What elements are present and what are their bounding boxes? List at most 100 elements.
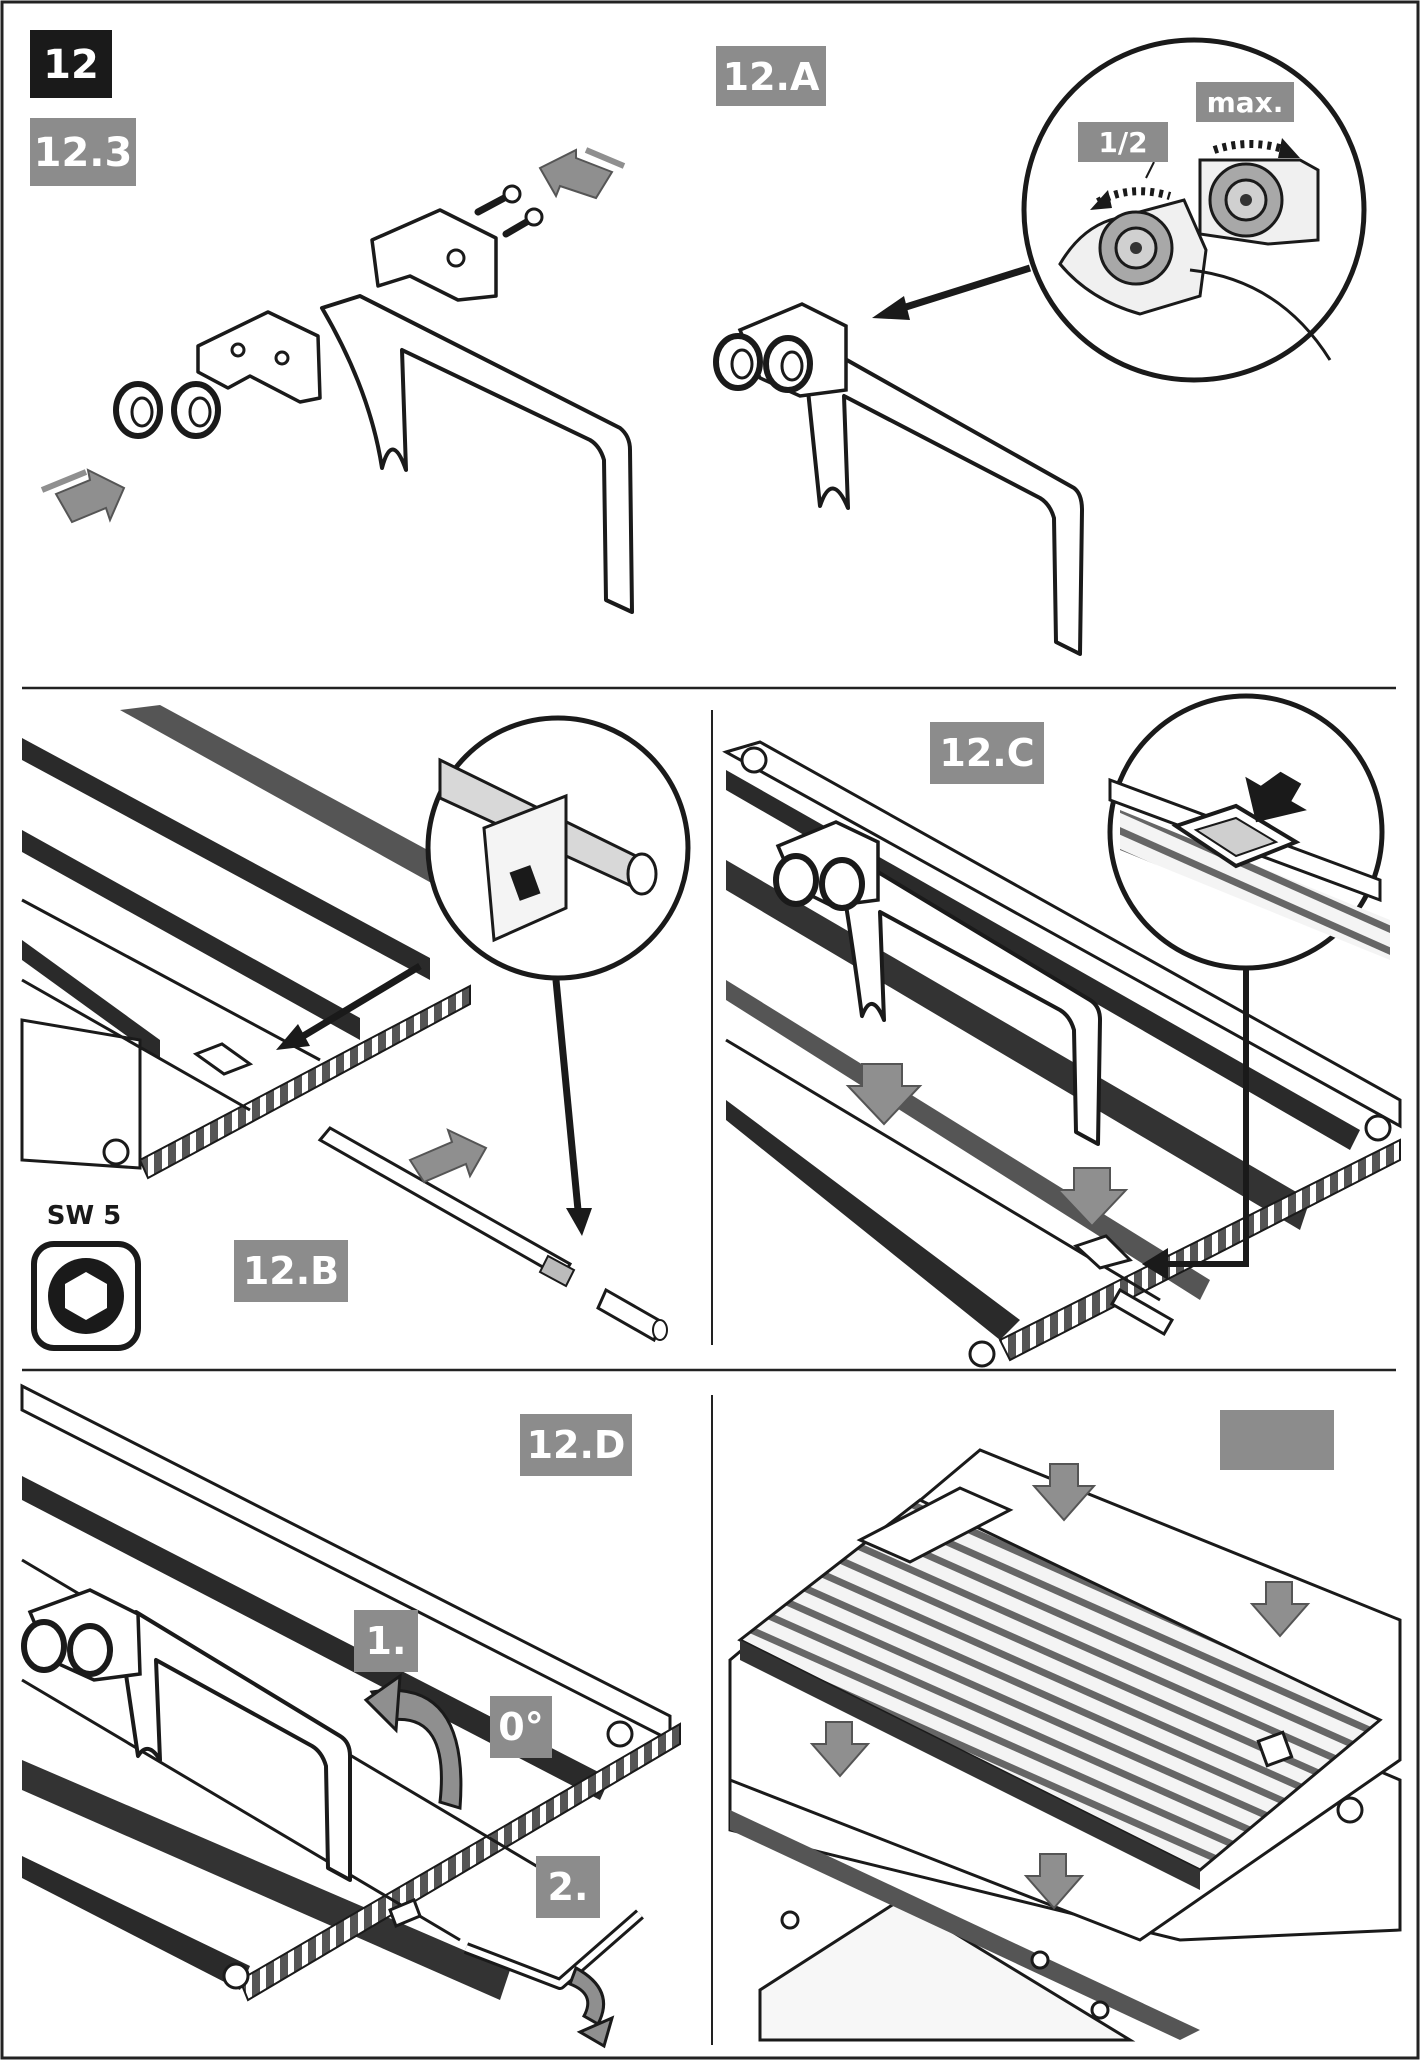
clamp-hole: [446, 248, 466, 268]
panel-a-label: 12.A: [723, 55, 820, 99]
angle-plate: [196, 310, 322, 404]
panel-d-badge: [520, 1414, 632, 1476]
max-adjust-arc: [1212, 140, 1288, 154]
detail-rod-end: [626, 852, 658, 896]
sleeve-nut: [596, 1287, 664, 1343]
panel-12-d: 12.D 1. 0° 2.: [20, 1383, 681, 2049]
hex-socket-icon: [65, 1272, 107, 1320]
rail-leader-line: [298, 962, 422, 1042]
d-bracket-ring-1: [21, 1619, 67, 1673]
panel-12-b: SW 5 12.B: [20, 705, 691, 1351]
panel-c-badge: [930, 722, 1044, 784]
rail-profile-b: [20, 705, 520, 1180]
place-arrow-4: [1023, 1853, 1085, 1910]
base-hole-3: [1090, 2000, 1110, 2020]
rings-group: [113, 381, 221, 439]
lower-arrow-2: [1055, 1167, 1129, 1228]
base-hole-4: [1336, 1796, 1364, 1824]
detail-rail-ridges: [1120, 810, 1390, 960]
push-arrow-left: [40, 468, 126, 524]
detail-edge: [1189, 268, 1332, 361]
clip-leader-arrowhead: [1142, 1248, 1168, 1280]
sub-step-label: 12.3: [34, 130, 133, 176]
push-arrow-right: [538, 147, 626, 200]
max-adjust-arrowhead: [1278, 138, 1300, 158]
rod-leader-arrowhead: [566, 1208, 592, 1236]
turn-arrow: [568, 1965, 606, 2027]
sub-step-badge: [30, 118, 136, 186]
rod: [317, 1126, 573, 1281]
base-hole-2: [1030, 1950, 1050, 1970]
detail-slot: [509, 865, 541, 901]
step-2-badge: [536, 1856, 600, 1918]
bolt-2-head: [524, 207, 544, 227]
step-2-label: 2.: [548, 1865, 589, 1909]
d-bracket-ring-2: [67, 1623, 113, 1677]
lower-arrow-1: [845, 1063, 923, 1126]
rail-leader-arrowhead: [276, 1024, 310, 1050]
max-position-bolt-center: [1240, 194, 1252, 206]
base-rail-edge: [730, 1810, 1200, 2040]
detail-leader-line: [888, 264, 1032, 316]
place-arrow-2: [1249, 1581, 1311, 1638]
half-tag-leader: [1145, 161, 1155, 179]
place-arrow-3: [809, 1721, 871, 1778]
half-adjust-arrowhead: [1090, 190, 1112, 210]
panel-d-label: 12.D: [527, 1423, 626, 1467]
tilt-arrow: [369, 1688, 463, 1810]
clip-inner: [1193, 816, 1279, 858]
angle-label: 0°: [498, 1705, 543, 1749]
assembled-ring-2-inner: [780, 350, 804, 382]
half-adjust-arc: [1096, 187, 1172, 206]
rod-push-arrow: [408, 1128, 488, 1184]
rail-profile-d: [20, 1383, 681, 2002]
clamp-block: [370, 208, 498, 302]
step-1-label: 1.: [366, 1619, 407, 1663]
d-rod-end: [388, 1898, 422, 1928]
clip-press-arrow: [1245, 771, 1307, 823]
step-number-badge: [30, 30, 112, 98]
panel-b-label: 12.B: [243, 1249, 339, 1293]
detail-leader-arrowhead: [872, 296, 910, 320]
max-tag: [1196, 82, 1294, 122]
panel-c-label: 12.C: [939, 731, 1034, 775]
plate-hole-1: [230, 342, 246, 358]
panel-12-a: 12.A 1/2 max.: [713, 37, 1367, 656]
step-1-badge: [354, 1610, 418, 1672]
c-rail-slot: [1073, 1234, 1133, 1270]
heat-sink-edge: [740, 1640, 1200, 1890]
place-arrow-1: [1031, 1463, 1097, 1522]
turn-arrowhead: [576, 2015, 615, 2049]
base-hole-1: [780, 1910, 800, 1930]
bolt-2: [502, 216, 534, 238]
tilt-arrowhead: [363, 1672, 402, 1734]
rod-leader-line: [552, 979, 582, 1211]
heat-sink-clip: [1256, 1730, 1294, 1768]
base-rail: [758, 1898, 1136, 2042]
c-bracket-ring-1: [773, 853, 819, 907]
heat-sink-cutout: [856, 1486, 1014, 1564]
max-tag-label: max.: [1207, 86, 1284, 119]
c-rod-end: [1109, 1287, 1175, 1337]
half-tag-label: 1/2: [1098, 126, 1147, 159]
panel-e-badge: [1220, 1410, 1334, 1470]
panel-12-c: 12.C: [722, 693, 1402, 1368]
bracket-arm: [320, 294, 634, 614]
clip-leader-line: [1160, 968, 1249, 1267]
half-position-bolt-center: [1130, 242, 1142, 254]
bolt-1: [474, 192, 512, 216]
bolt-1-head: [502, 184, 522, 204]
panel-a-badge: [716, 46, 826, 106]
sleeve-nut-end: [652, 1319, 668, 1341]
tool-size-label: SW 5: [47, 1201, 122, 1231]
assembled-ring-1-inner: [730, 348, 754, 380]
rod-tip: [538, 1254, 576, 1288]
panel-12-3: 12 12.3: [30, 30, 634, 614]
step-number: 12: [43, 42, 99, 88]
hex-key-highlight: [464, 1911, 642, 1987]
panel-b-badge: [234, 1240, 348, 1302]
angle-badge: [490, 1696, 552, 1758]
plate-hole-2: [274, 350, 290, 366]
c-bracket-ring-2: [819, 857, 865, 911]
